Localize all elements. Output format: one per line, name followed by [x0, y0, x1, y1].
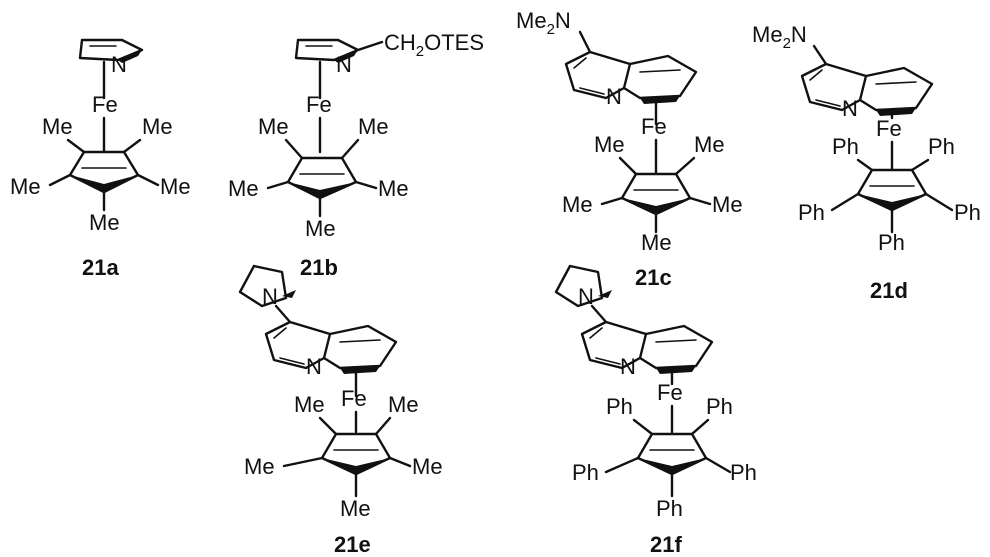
azaindolyl-rings	[580, 320, 714, 374]
pyrrolidine-ring	[238, 264, 288, 308]
pyridine-nitrogen-label: N	[606, 84, 622, 109]
compound-21d: Me2N N Fe Ph Ph Ph Ph Ph 21d	[752, 22, 981, 303]
compound-21e: N N Fe Me Me Me Me Me 21e	[238, 264, 443, 557]
cp-ring	[636, 432, 708, 476]
side-chain-label: CH2OTES	[384, 30, 484, 60]
methyl-label: Me	[244, 454, 275, 479]
cp-ring	[286, 156, 358, 200]
iron-label: Fe	[92, 92, 118, 117]
iron-label: Fe	[641, 114, 667, 139]
iron-label: Fe	[306, 92, 332, 117]
phenyl-label: Ph	[832, 134, 859, 159]
compound-label: 21f	[650, 532, 682, 557]
methyl-label: Me	[712, 192, 743, 217]
compound-21c: Me2N N Fe Me Me Me Me Me 21c	[516, 8, 743, 290]
pyrrolidine-nitrogen-label: N	[262, 284, 278, 309]
phenyl-label: Ph	[706, 394, 733, 419]
methyl-label: Me	[412, 454, 443, 479]
iron-label: Fe	[876, 116, 902, 141]
compound-label: 21a	[82, 255, 119, 280]
phenyl-label: Ph	[928, 134, 955, 159]
methyl-label: Me	[228, 176, 259, 201]
phenyl-label: Ph	[954, 200, 981, 225]
pyrrolidine-nitrogen-label: N	[578, 284, 594, 309]
methyl-label: Me	[641, 230, 672, 255]
pyridine-nitrogen-label: N	[306, 354, 322, 379]
cp-ring	[68, 150, 140, 194]
compound-label: 21b	[300, 255, 338, 280]
phenyl-label: Ph	[798, 200, 825, 225]
methyl-label: Me	[89, 210, 120, 235]
pyridine-nitrogen-label: N	[620, 354, 636, 379]
methyl-label: Me	[294, 392, 325, 417]
pyrrole-nitrogen-label: N	[336, 52, 352, 77]
azaindolyl-rings	[264, 320, 398, 374]
methyl-label: Me	[378, 176, 409, 201]
methyl-label: Me	[10, 174, 41, 199]
phenyl-label: Ph	[606, 394, 633, 419]
methyl-label: Me	[358, 114, 389, 139]
compound-label: 21e	[334, 532, 371, 557]
dimethylamino-label: Me2N	[516, 8, 571, 38]
phenyl-label: Ph	[572, 460, 599, 485]
methyl-label: Me	[694, 132, 725, 157]
compound-label: 21c	[635, 265, 672, 290]
methyl-label: Me	[258, 114, 289, 139]
methyl-label: Me	[160, 174, 191, 199]
azaindolyl-rings	[564, 50, 698, 104]
pyrrolyl-ring	[78, 38, 144, 63]
methyl-label: Me	[142, 114, 173, 139]
pyridine-nitrogen-label: N	[842, 96, 858, 121]
compound-21b: N CH2OTES Fe Me Me Me Me Me 21b	[228, 30, 484, 280]
azaindolyl-rings	[800, 62, 934, 116]
compound-21a: N Fe Me Me Me Me Me 21a	[10, 38, 191, 280]
cp-ring	[320, 432, 392, 476]
phenyl-label: Ph	[878, 230, 905, 255]
dimethylamino-label: Me2N	[752, 22, 807, 52]
compound-label: 21d	[870, 278, 908, 303]
pyrrolidine-ring	[554, 264, 604, 308]
iron-label: Fe	[341, 386, 367, 411]
pyrrole-nitrogen-label: N	[111, 52, 127, 77]
phenyl-label: Ph	[656, 496, 683, 521]
methyl-label: Me	[388, 392, 419, 417]
methyl-label: Me	[42, 114, 73, 139]
compound-21f: N N Fe Ph Ph Ph Ph Ph 21f	[554, 264, 757, 557]
pyrrolyl-ring	[294, 38, 360, 63]
cp-ring	[856, 168, 928, 212]
phenyl-label: Ph	[730, 460, 757, 485]
methyl-label: Me	[305, 216, 336, 241]
methyl-label: Me	[562, 192, 593, 217]
methyl-label: Me	[594, 132, 625, 157]
iron-label: Fe	[657, 380, 683, 405]
cp-ring	[620, 172, 692, 216]
methyl-label: Me	[340, 496, 371, 521]
